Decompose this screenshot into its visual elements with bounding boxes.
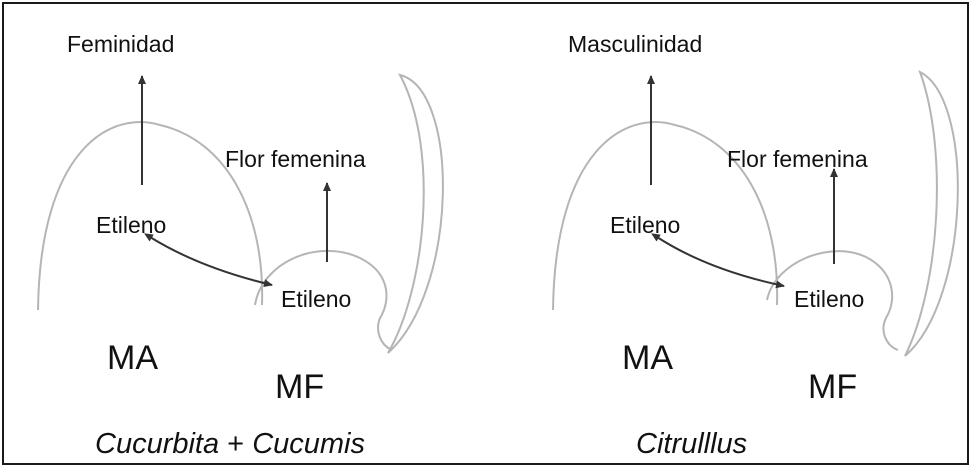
right-ethylene-mf-label: Etileno	[794, 286, 864, 313]
right-caption-genus: Citrulllus	[636, 428, 747, 460]
left-leaf-outline	[388, 75, 443, 353]
right-top-label: Masculinidad	[568, 31, 702, 58]
left-ethylene-double-arrow	[150, 237, 272, 285]
left-ethylene-ma-label: Etileno	[96, 212, 166, 239]
right-ma-label: MA	[622, 339, 673, 378]
left-top-label: Feminidad	[67, 31, 174, 58]
right-ethylene-double-arrow	[657, 237, 784, 286]
left-ethylene-mf-label: Etileno	[281, 286, 351, 313]
left-caption-genus-1: Cucurbita	[95, 428, 219, 460]
right-caption: Citrulllus	[636, 428, 747, 461]
left-flower-label: Flor femenina	[225, 146, 366, 173]
right-ethylene-ma-label: Etileno	[610, 212, 680, 239]
left-caption-plus: +	[219, 428, 252, 460]
left-ma-label: MA	[107, 339, 158, 378]
left-caption-genus-2: Cucumis	[252, 428, 365, 460]
right-leaf-outline	[905, 72, 958, 356]
left-caption: Cucurbita + Cucumis	[95, 428, 365, 461]
right-mf-label: MF	[808, 368, 857, 407]
right-flower-label: Flor femenina	[727, 146, 868, 173]
left-mf-label: MF	[275, 368, 324, 407]
